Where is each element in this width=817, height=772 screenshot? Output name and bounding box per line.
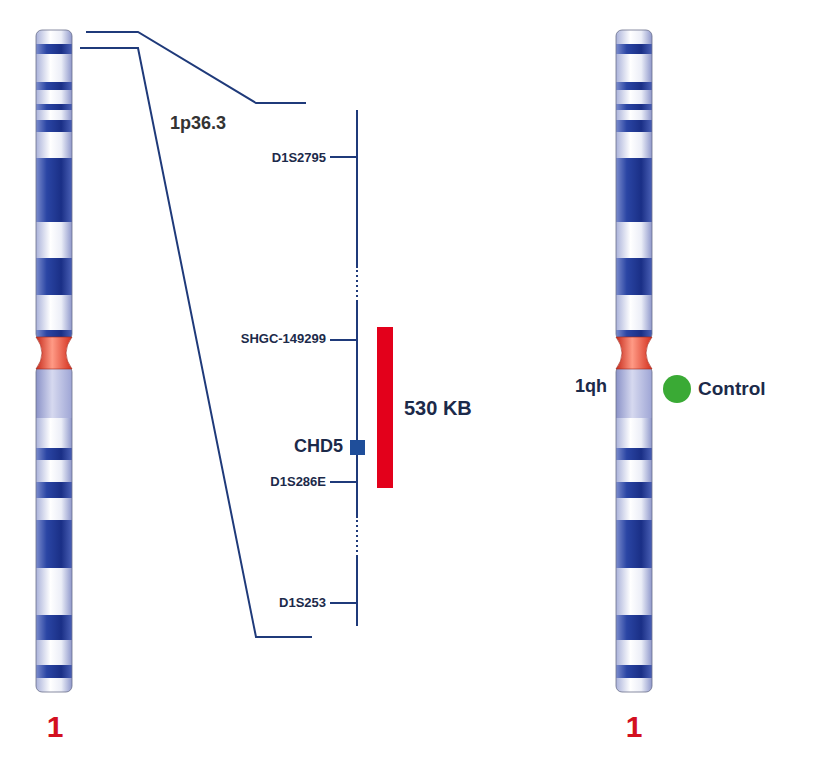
chromosome-arm (36, 30, 72, 340)
chromosome-band (36, 120, 72, 133)
chromosome-ideogram (36, 30, 72, 693)
chromosome-band (616, 258, 652, 296)
probe-label: Control (698, 379, 766, 400)
chromosome-band (36, 448, 72, 461)
chromosome-band (36, 132, 72, 159)
chromosome-number: 1 (47, 710, 64, 743)
marker-label: D1S286E (270, 475, 326, 489)
chromosome-band (36, 615, 72, 641)
chromosome-number: 1 (626, 710, 643, 743)
chromosome-band (36, 110, 72, 121)
chromosome-band (36, 498, 72, 521)
probe-bar (377, 327, 393, 488)
chromosome-band (616, 678, 652, 693)
chromosome-band (36, 678, 72, 693)
chromosome-band (36, 44, 72, 55)
chromosome-band (36, 30, 72, 45)
chromosome-band (616, 90, 652, 105)
chromosome-band (616, 30, 652, 45)
chromosome-band (36, 90, 72, 105)
chromosome-band (36, 366, 72, 419)
chromosome-band (616, 132, 652, 159)
chromosome-band (36, 82, 72, 91)
chromosome-band (616, 520, 652, 569)
region-label: 1qh (575, 377, 607, 397)
chromosome-band (616, 120, 652, 133)
chromosome-band (36, 640, 72, 666)
chromosome-arm (616, 366, 652, 692)
chromosome-band (36, 520, 72, 569)
chromosome-band (616, 44, 652, 55)
map-axis (356, 555, 358, 626)
chromosome-band (616, 295, 652, 331)
chromosome-band (36, 54, 72, 83)
chromosome-band (36, 665, 72, 679)
chromosome-band (36, 568, 72, 616)
chromosome-band (36, 460, 72, 483)
marker-label: D1S2795 (272, 151, 326, 165)
chromosome-band (616, 104, 652, 111)
chromosome-band (36, 104, 72, 111)
chromosome-band (616, 568, 652, 616)
chromosome-band (616, 222, 652, 259)
marker-tick (330, 156, 357, 158)
zoom-line (86, 32, 306, 103)
chromosome-band (616, 366, 652, 419)
gene-label: CHD5 (294, 437, 343, 457)
centromere (36, 337, 72, 369)
chromosome-band (616, 615, 652, 641)
centromere (616, 337, 652, 369)
chromosome-band (36, 418, 72, 449)
marker-tick (330, 481, 357, 483)
chromosome-arm (616, 30, 652, 340)
chromosome-band (36, 295, 72, 331)
chromosome-band (616, 498, 652, 521)
chromosome-band (616, 54, 652, 83)
marker-label: SHGC-149299 (241, 332, 326, 346)
map-axis (356, 270, 358, 300)
chromosome-band (616, 482, 652, 499)
chromosome-band (616, 110, 652, 121)
chromosome-band (616, 665, 652, 679)
chromosome-ideogram (616, 30, 652, 693)
chromosome-band (36, 258, 72, 296)
marker-tick (330, 602, 357, 604)
chromosome-band (616, 82, 652, 91)
gene-marker (350, 440, 365, 455)
chromosome-band (616, 640, 652, 666)
chromosome-arm (36, 366, 72, 692)
map-axis (356, 520, 358, 555)
chromosome-band (616, 448, 652, 461)
band-label: 1p36.3 (170, 114, 226, 134)
chromosome-band (36, 482, 72, 499)
chromosome-band (36, 222, 72, 259)
chromosome-band (36, 158, 72, 223)
marker-label: D1S253 (279, 596, 326, 610)
chromosome-band (616, 418, 652, 449)
size-label: 530 KB (404, 397, 472, 419)
control-probe-dot (663, 375, 691, 403)
map-axis (356, 110, 358, 268)
marker-tick (330, 339, 357, 341)
chromosome-band (616, 460, 652, 483)
map-axis (356, 300, 358, 518)
chromosome-band (616, 158, 652, 223)
